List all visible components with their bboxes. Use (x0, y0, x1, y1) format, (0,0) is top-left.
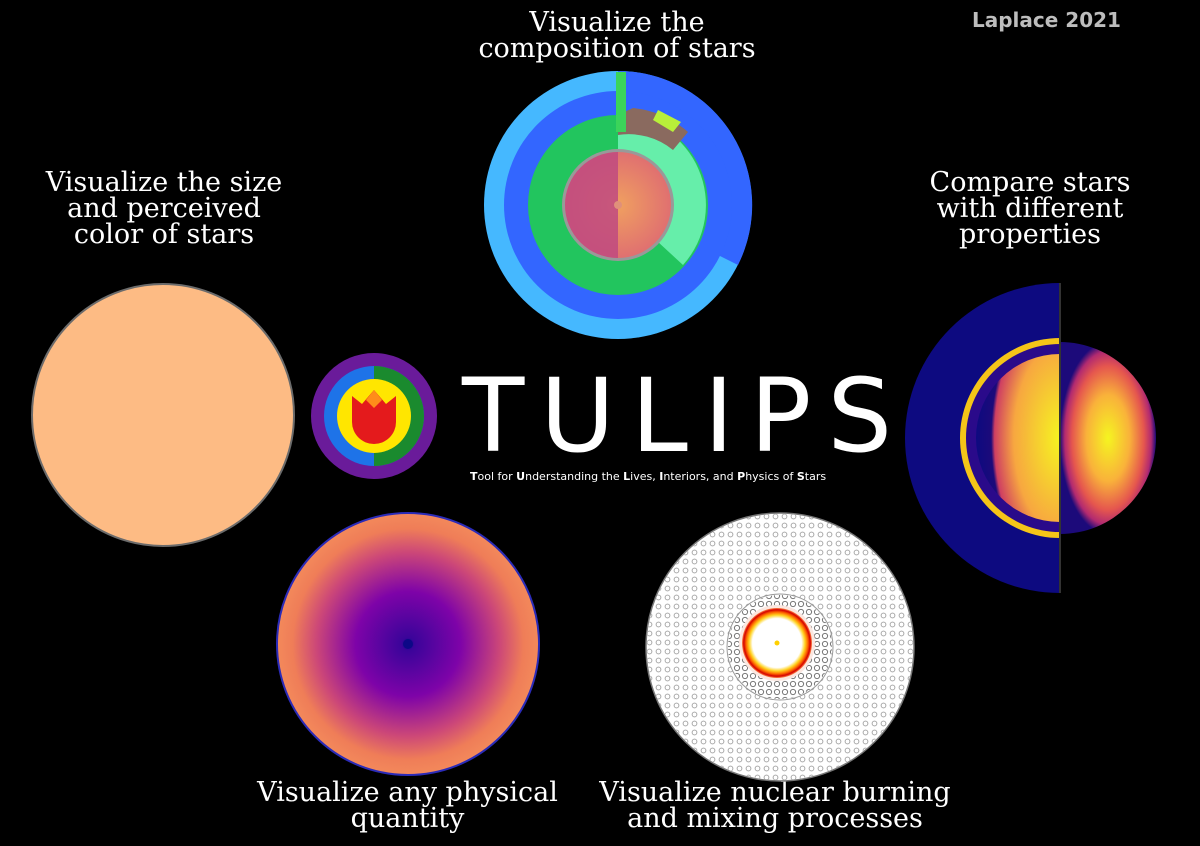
tagline-segment: tars (804, 470, 827, 483)
tagline-segment: I (659, 470, 664, 483)
nuclear-burning-star (645, 512, 915, 782)
caption-compare: Compare stars with different properties (929, 167, 1131, 250)
caption-physical-quantity: Visualize any physical quantity (257, 777, 558, 834)
compare-stars-diagram (905, 283, 1156, 593)
tagline-segment: T (470, 470, 478, 483)
caption-nuclear-burning: Visualize nuclear burning and mixing pro… (599, 777, 951, 834)
caption-size-color: Visualize the size and perceived color o… (45, 167, 283, 250)
tagline-segment: L (623, 470, 631, 483)
composition-star-diagram (484, 70, 753, 339)
tulips-wordmark: TULIPS (462, 357, 909, 476)
tagline-segment: ives, (630, 470, 660, 483)
tagline-segment: hysics of (745, 470, 797, 483)
size-color-star (31, 283, 295, 547)
tulips-tagline: Tool for Understanding the Lives, Interi… (470, 470, 826, 483)
credit-label: Laplace 2021 (972, 8, 1121, 32)
tagline-segment: P (737, 470, 746, 483)
tulip-icon (311, 353, 437, 479)
tagline-segment: S (796, 470, 805, 483)
tagline-segment: nderstanding the (525, 470, 624, 483)
tagline-segment: ool for (477, 470, 517, 483)
caption-composition: Visualize the composition of stars (478, 7, 756, 64)
physical-quantity-star (276, 512, 540, 776)
tagline-segment: nteriors, and (663, 470, 738, 483)
tagline-segment: U (516, 470, 526, 483)
